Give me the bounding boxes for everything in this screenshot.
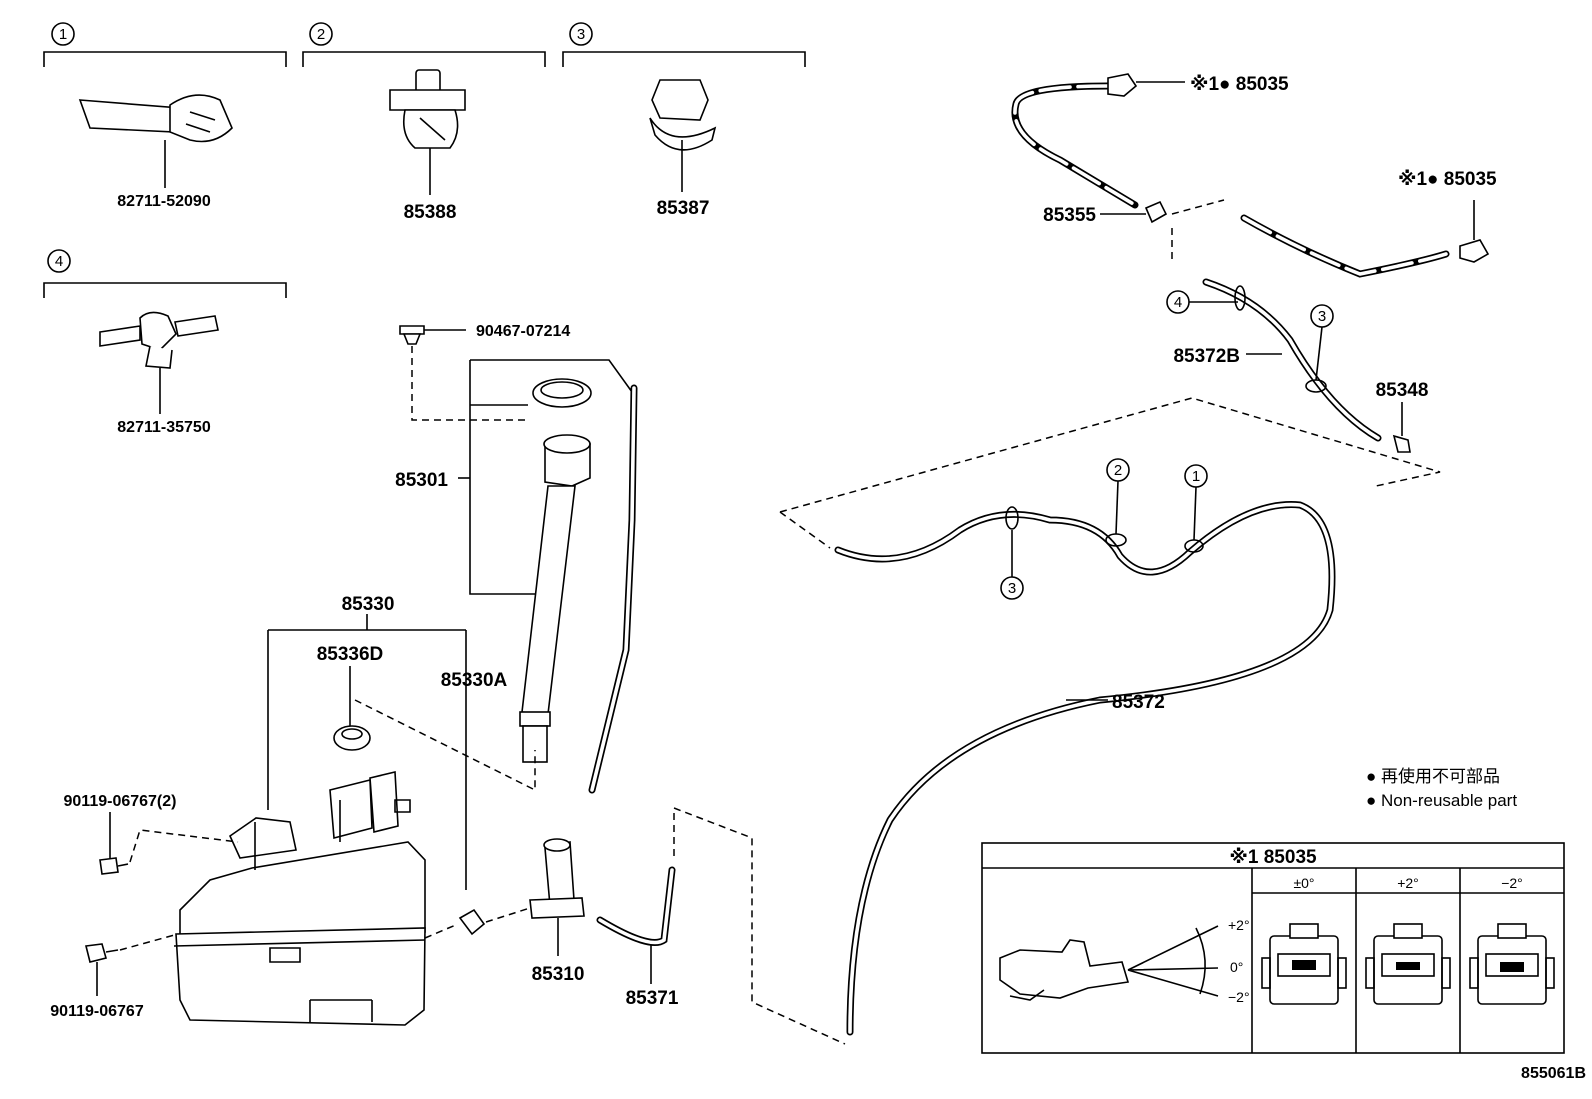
part-label-90467-07214: 90467-07214 bbox=[476, 323, 570, 340]
nozzle-front-plus2deg bbox=[1365, 923, 1451, 1005]
part-label-85336D: 85336D bbox=[317, 644, 384, 665]
connector-85355 bbox=[1144, 200, 1168, 224]
part-label-85372: 85372 bbox=[1112, 692, 1165, 713]
hose-lower-nozzle bbox=[1240, 214, 1450, 278]
part-label-85035-lower: ※1● 85035 bbox=[1398, 169, 1497, 190]
nozzle-front-0deg bbox=[1261, 923, 1347, 1005]
callout-1-label: 1 bbox=[59, 26, 67, 43]
part-label-85330A: 85330A bbox=[441, 670, 508, 691]
legend-non-reusable-jp: ● 再使用不可部品 bbox=[1366, 766, 1500, 786]
bolt-90119-06767-2-drawing bbox=[99, 812, 239, 875]
dashed-frame-hood bbox=[779, 397, 1441, 549]
washer-tank-drawing bbox=[173, 770, 426, 1026]
part-label-85330: 85330 bbox=[342, 594, 395, 615]
part-label-85355: 85355 bbox=[1043, 205, 1096, 226]
callout-group-3: 3 bbox=[562, 22, 806, 67]
inset-title: ※1 85035 bbox=[1229, 847, 1317, 868]
inset-angle-zero: 0° bbox=[1230, 959, 1243, 975]
callout-group-2: 2 bbox=[302, 22, 546, 67]
callout-4-label: 4 bbox=[55, 253, 63, 270]
part-label-85310: 85310 bbox=[532, 964, 585, 985]
bracket-85301 bbox=[469, 359, 633, 595]
grommet-85336D-drawing bbox=[333, 725, 371, 751]
part-label-85035-upper: ※1● 85035 bbox=[1190, 74, 1289, 95]
diagram-code: 855061B bbox=[1521, 1065, 1586, 1082]
part-label-82711-35750: 82711-35750 bbox=[117, 419, 211, 436]
clip-90467-07214-drawing bbox=[399, 325, 525, 421]
hose-85371 bbox=[596, 866, 676, 946]
inset-angle-plus: +2° bbox=[1228, 917, 1250, 933]
part-label-90119-06767-2: 90119-06767(2) bbox=[64, 793, 177, 810]
callout-3-on-hose-85372B: 3 bbox=[1318, 308, 1326, 325]
inset-nozzle-angle-table: ※1 85035 ±0° +2° −2° +2° 0° −2° bbox=[981, 842, 1565, 1054]
clip-82711-52090-drawing bbox=[78, 94, 233, 188]
grommet-85330A-drawing bbox=[424, 907, 531, 939]
inlet-cap-drawing bbox=[532, 378, 592, 408]
callout-2-label: 2 bbox=[317, 26, 325, 43]
pump-85310-drawing bbox=[529, 838, 585, 956]
inset-angle-minus: −2° bbox=[1228, 989, 1250, 1005]
inset-col-0deg: ±0° bbox=[1293, 875, 1314, 891]
legend-non-reusable-en: ● Non-reusable part bbox=[1366, 791, 1517, 810]
part-label-85348: 85348 bbox=[1376, 380, 1429, 401]
clip-85387-drawing bbox=[649, 79, 717, 192]
valve-85348 bbox=[1392, 434, 1411, 453]
part-label-82711-52090: 82711-52090 bbox=[117, 193, 211, 210]
callout-group-4: 4 bbox=[43, 249, 287, 298]
callout-2-on-hose: 2 bbox=[1114, 462, 1122, 479]
part-label-85301: 85301 bbox=[395, 470, 448, 491]
part-label-85388: 85388 bbox=[404, 202, 457, 223]
inset-col-plus2deg: +2° bbox=[1397, 875, 1419, 891]
nozzle-85035-upper bbox=[1107, 73, 1138, 97]
inlet-tube-drawing bbox=[519, 434, 591, 763]
part-label-85387: 85387 bbox=[657, 198, 710, 219]
callout-group-1: 1 bbox=[43, 22, 287, 67]
inset-col-minus2deg: −2° bbox=[1501, 875, 1523, 891]
part-label-85371: 85371 bbox=[626, 988, 679, 1009]
callout-3-on-hose-85372: 3 bbox=[1008, 580, 1016, 597]
callout-3-label: 3 bbox=[577, 26, 585, 43]
part-label-85372B: 85372B bbox=[1173, 346, 1240, 367]
part-label-90119-06767: 90119-06767 bbox=[50, 1003, 144, 1020]
clip-82711-35750-drawing bbox=[99, 311, 219, 414]
clip-85388-drawing bbox=[389, 69, 466, 195]
bolt-90119-06767-drawing bbox=[85, 933, 179, 996]
callout-4-on-hose: 4 bbox=[1174, 294, 1182, 311]
nozzle-85035-lower bbox=[1459, 239, 1490, 263]
nozzle-front-minus2deg bbox=[1469, 923, 1555, 1005]
callout-1-on-hose: 1 bbox=[1192, 468, 1200, 485]
